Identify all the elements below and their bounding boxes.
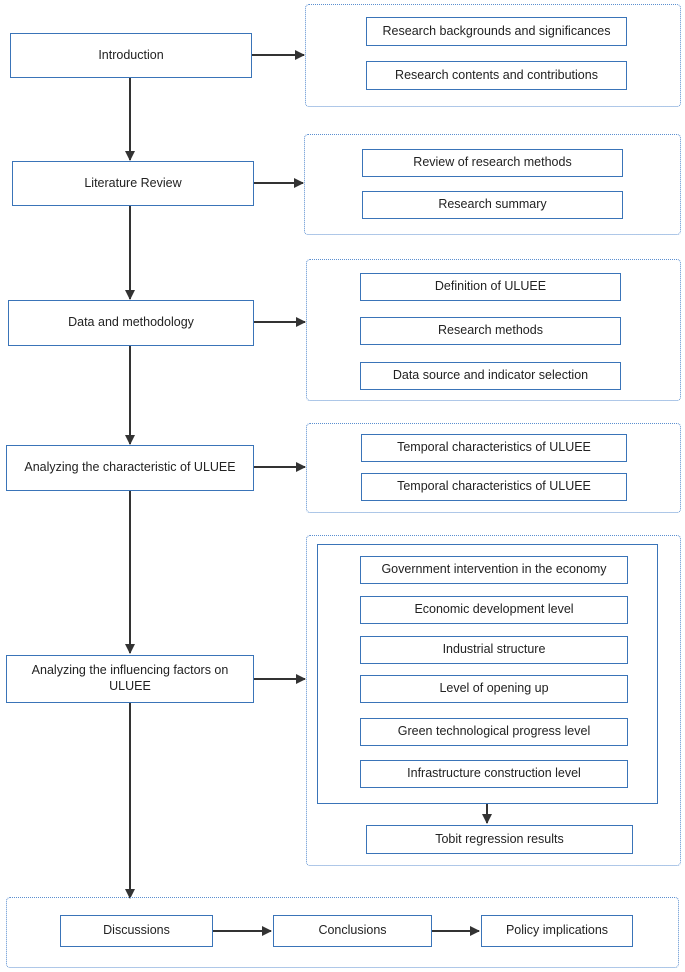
introduction-group [305, 4, 681, 107]
step-influencing: Analyzing the influencing factors on ULU… [6, 655, 254, 703]
step-introduction: Introduction [10, 33, 252, 78]
data-group [306, 259, 681, 401]
review-item: Research summary [362, 191, 623, 219]
final-discussions: Discussions [60, 915, 213, 947]
step-data-methodology: Data and methodology [8, 300, 254, 346]
data-item: Data source and indicator selection [360, 362, 621, 390]
tobit-results: Tobit regression results [366, 825, 633, 854]
factors-frame [317, 544, 658, 804]
final-group [6, 897, 679, 968]
factor-item: Government intervention in the economy [360, 556, 628, 584]
step-literature-review: Literature Review [12, 161, 254, 206]
factor-item: Infrastructure construction level [360, 760, 628, 788]
characteristic-group [306, 423, 681, 513]
data-item: Research methods [360, 317, 621, 345]
intro-item: Research backgrounds and significances [366, 17, 627, 46]
review-group [304, 134, 681, 235]
factor-item: Green technological progress level [360, 718, 628, 746]
factor-item: Level of opening up [360, 675, 628, 703]
characteristic-item: Temporal characteristics of ULUEE [361, 434, 627, 462]
review-item: Review of research methods [362, 149, 623, 177]
intro-item: Research contents and contributions [366, 61, 627, 90]
factor-item: Industrial structure [360, 636, 628, 664]
final-conclusions: Conclusions [273, 915, 432, 947]
final-policy-implications: Policy implications [481, 915, 633, 947]
step-characteristic: Analyzing the characteristic of ULUEE [6, 445, 254, 491]
influencing-group [306, 535, 681, 866]
factor-item: Economic development level [360, 596, 628, 624]
data-item: Definition of ULUEE [360, 273, 621, 301]
characteristic-item: Temporal characteristics of ULUEE [361, 473, 627, 501]
